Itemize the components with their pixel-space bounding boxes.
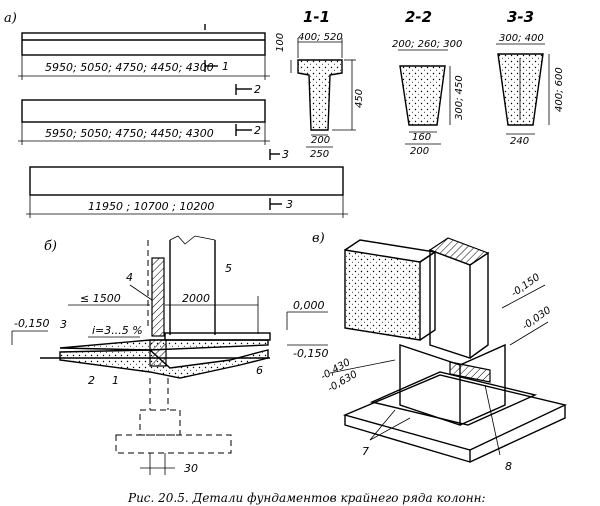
level-left: -0,150 (14, 317, 49, 330)
label-part-b: б) (44, 239, 57, 254)
section-2-2-top-width: 200; 260; 300 (392, 39, 462, 50)
section-2-2-bottom: 200 (410, 146, 429, 157)
section-1-1-web: 200 (311, 135, 330, 146)
callout-2: 2 (88, 374, 95, 387)
section-1-1-title: 1-1 (303, 8, 330, 26)
length-dimension: ≤ 1500 (80, 292, 121, 305)
callout-3: 3 (60, 318, 67, 331)
cut-mark-1: 1 (222, 60, 229, 73)
gap-dimension: 30 (184, 462, 198, 475)
cut-mark-2-bottom: 2 (254, 124, 261, 137)
section-3-3: 3-3 300; 400 400; 600 240 (496, 8, 565, 147)
callout-1: 1 (112, 374, 119, 387)
section-3-3-top-width: 300; 400 (499, 33, 544, 44)
label-part-a: а) (4, 11, 17, 26)
section-1-1-bottom: 250 (310, 149, 329, 160)
cut-mark-3-top: 3 (282, 148, 289, 161)
section-3-3-height: 400; 600 (554, 67, 565, 112)
callout-4: 4 (126, 271, 133, 284)
section-1-1-top-width: 400; 520 (298, 32, 343, 43)
level-right: -0,150 (293, 347, 328, 360)
figure-caption: Рис. 20.5. Детали фундаментов крайнего р… (127, 491, 486, 505)
span-dimension: 2000 (182, 292, 210, 305)
cut-mark-2-top: 2 (254, 83, 261, 96)
section-2-2-web: 160 (412, 132, 431, 143)
beam-2-dimensions: 5950; 5050; 4750; 4450; 4300 (45, 127, 214, 140)
callout-6: 6 (256, 364, 263, 377)
beam-3: 11950 ; 10700 ; 10200 3 3 (26, 148, 348, 218)
slope-label: i=3...5 % (92, 324, 143, 337)
section-1-1: 1-1 400; 520 100 450 200 250 (275, 8, 365, 160)
callout-5: 5 (225, 262, 232, 275)
callout-8: 8 (505, 460, 512, 473)
label-part-c: в) (312, 231, 325, 246)
section-1-1-height: 450 (354, 89, 365, 108)
section-2-2: 2-2 200; 260; 300 300; 450 160 200 (392, 8, 465, 157)
beam-3-dimensions: 11950 ; 10700 ; 10200 (88, 200, 214, 213)
section-3-3-title: 3-3 (507, 8, 534, 26)
level-zero: 0,000 (293, 299, 325, 312)
section-2-2-height: 300; 450 (454, 75, 465, 120)
section-2-2-title: 2-2 (405, 8, 432, 26)
beam-2: 5950; 5050; 4750; 4450; 4300 2 2 (18, 83, 270, 145)
callout-7: 7 (362, 445, 369, 458)
detail-b: 30 ≤ 1500 2000 -0,150 0,000 -0,150 i=3..… (11, 235, 328, 475)
cut-mark-3-bottom: 3 (286, 198, 293, 211)
beam-1: 5950; 5050; 4750; 4450; 4300 1 (18, 24, 270, 80)
detail-c: -0,150 -0,030 -0,430 -0,630 7 8 (319, 237, 568, 473)
section-1-1-flange: 100 (275, 33, 286, 52)
beam-1-dimensions: 5950; 5050; 4750; 4450; 4300 (45, 61, 214, 74)
section-3-3-bottom: 240 (510, 136, 529, 147)
